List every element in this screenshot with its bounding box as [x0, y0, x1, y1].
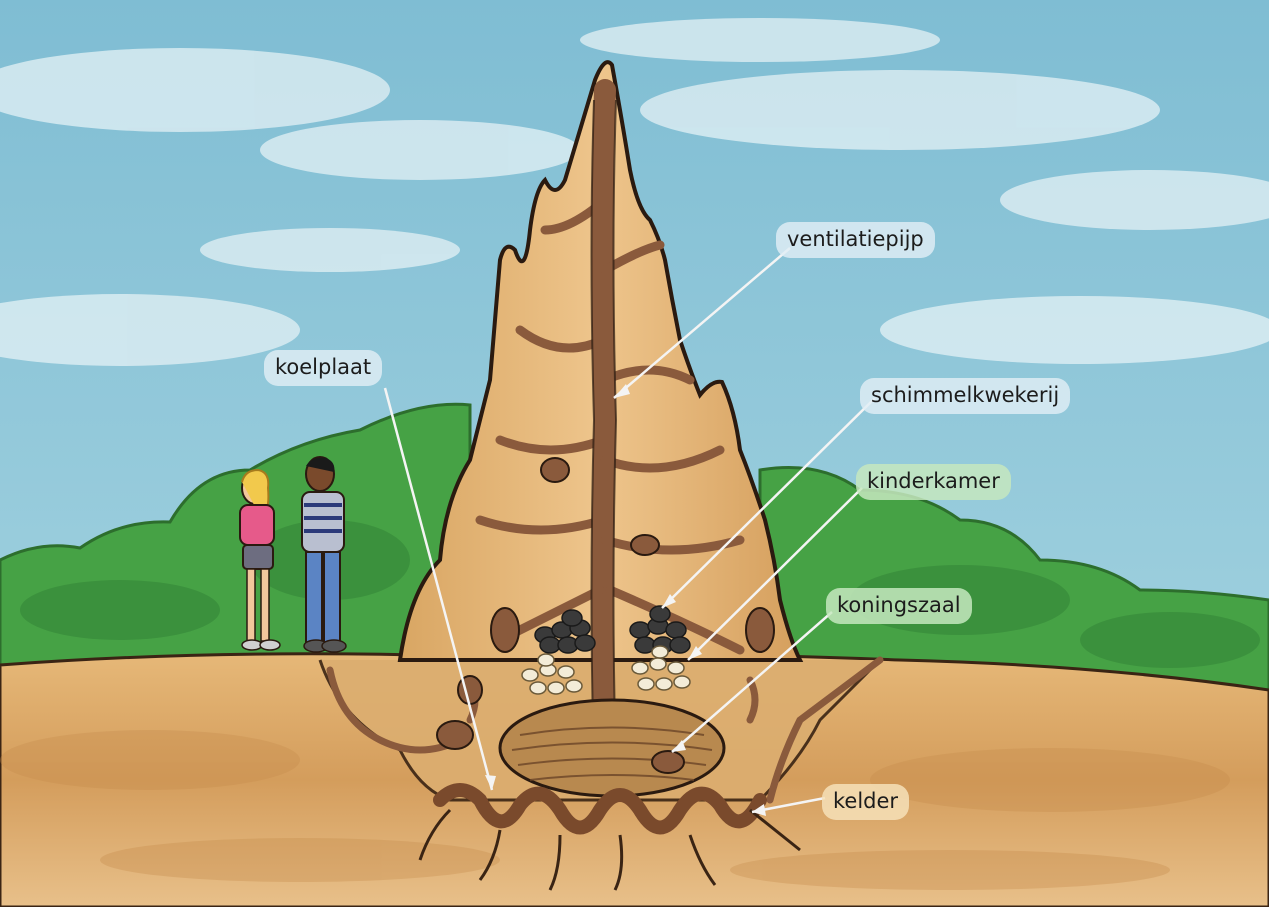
label-kinderkamer: kinderkamer	[856, 464, 1011, 500]
queen-cell	[652, 751, 684, 773]
label-ventilatiepijp: ventilatiepijp	[776, 222, 935, 258]
label-koelplaat: koelplaat	[264, 350, 382, 386]
label-schimmelkwekerij: schimmelkwekerij	[860, 378, 1070, 414]
label-koningszaal: koningszaal	[826, 588, 972, 624]
label-kelder: kelder	[822, 784, 909, 820]
